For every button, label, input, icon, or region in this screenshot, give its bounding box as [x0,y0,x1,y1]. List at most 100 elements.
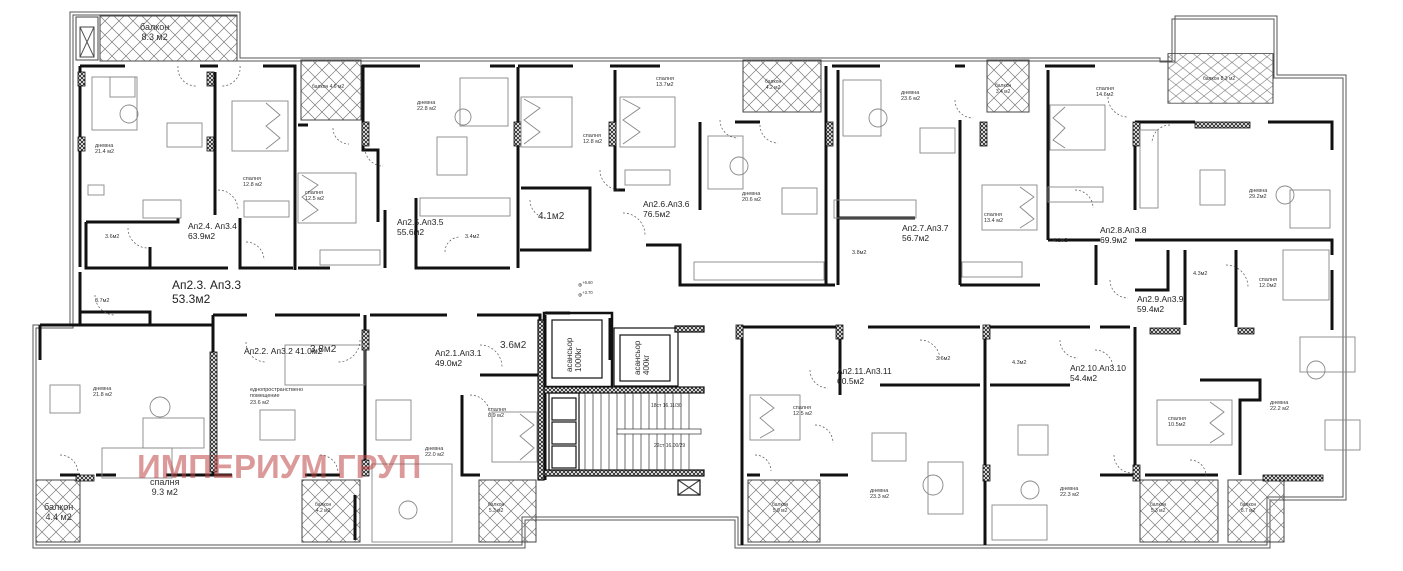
room-area: 22.3 м2 [1060,492,1080,499]
room-name: спалня [488,407,507,413]
bathroom-area: 3.6м2 [936,356,951,362]
room-area: 12.5 м2 [793,411,813,418]
room-area: 13.7м2 [656,82,674,89]
room-area: 20.6 м2 [742,197,762,204]
room-name: спалня [793,405,812,411]
balcony-area: 8.3 м2 [1220,76,1236,82]
room-name: дневна [93,386,112,392]
balcony-name: балкон [488,502,505,508]
balcony-area: 4.2 м2 [765,84,781,91]
bathroom-area: 3.8м2 [852,250,867,256]
bathroom-area: 4.1м2 [538,211,565,222]
balcony-name: балкон [765,79,782,85]
apartment-area: 63.9м2 [188,230,216,241]
room-area: 22.2 м2 [1270,406,1290,413]
room-name: спалня [150,477,180,487]
apartment-area: 56.7м2 [902,232,930,243]
balcony-area: 4.4 м2 [45,512,72,523]
room-area: 12.8 м2 [583,139,603,146]
room-name: спалня [656,76,675,82]
apartment-id: Ап2.6.Ап3.6 [643,199,690,209]
room-name: спалня [305,190,324,196]
balcony-area: 4.6 м2 [329,84,345,90]
apartment-area: 55.6м2 [397,226,425,237]
room-name: спалня [583,133,602,139]
apartment-area: 59.4м2 [1137,303,1165,314]
balcony-label: балкон 4.6 м2 [312,84,345,91]
apartment-area: 49.0м2 [435,357,463,368]
room-name: дневна [1060,486,1079,492]
room-name: дневна [742,191,761,197]
apartment-id: Ап2.2. Ап3.2 [244,346,293,356]
balcony-name: балкон [315,502,332,508]
apartment-area: 76.5м2 [643,208,671,219]
room-name: спалня [984,212,1003,218]
room-area: 22.0 м2 [425,452,445,459]
apartment-id: Ап2.3. Ап3.3 [172,278,242,292]
balcony-name: балкон [44,502,74,512]
balcony-area: 8.3 м2 [141,32,168,43]
balcony-area: 8.7 м2 [1240,507,1256,514]
room-name: дневна [425,446,444,452]
insulation [75,71,1324,482]
apartment-area: 54.4м2 [1070,372,1098,383]
elevation-value: +6.60 [582,280,593,285]
balcony-area: 5.3 м2 [1150,507,1166,514]
balcony-name: балкон [1203,76,1220,82]
apartment-area: 41.0м2 [295,346,323,356]
balcony-area: 4.2 м2 [315,507,331,514]
stair-flight-upper: 18ст 16.11/30 [651,403,682,409]
room-name: еднопространствено помещение [250,387,304,400]
apartment-label: Ап2.2. Ап3.2 41.0м2 [244,346,323,357]
bathroom-area: 4.3м2 [1012,360,1027,366]
apartment-id: Ап2.9.Ап3.9 [1137,294,1184,304]
room-area: 23.3 м2 [870,494,890,501]
apartment-id: Ап2.4. Ап3.4 [188,221,237,231]
elevator-capacity: 1000kг [574,347,584,372]
room-name: дневна [901,90,920,96]
room-area: 23.6 м2 [901,96,921,103]
room-area: 10.5м2 [1168,422,1186,429]
bathroom-area: 3.6м2 [105,234,120,240]
apartment-id: Ап2.8.Ап3.8 [1100,225,1147,235]
balcony-area: 3.4 м2 [995,88,1011,95]
bathroom-area: 4.3м2 [1193,271,1208,277]
apartment-id: Ап2.5.Ап3.5 [397,217,444,227]
bathroom-area: 3.6м2 [500,340,527,351]
elevation-symbol-icon: ⊕ [578,282,583,289]
room-area: 8.9 м2 [488,413,505,420]
balcony-name: балкон [1240,502,1257,508]
balcony-name: балкон [1150,502,1167,508]
balcony-name: балкон [995,83,1012,89]
elevator-capacity: 400kг [642,354,652,375]
